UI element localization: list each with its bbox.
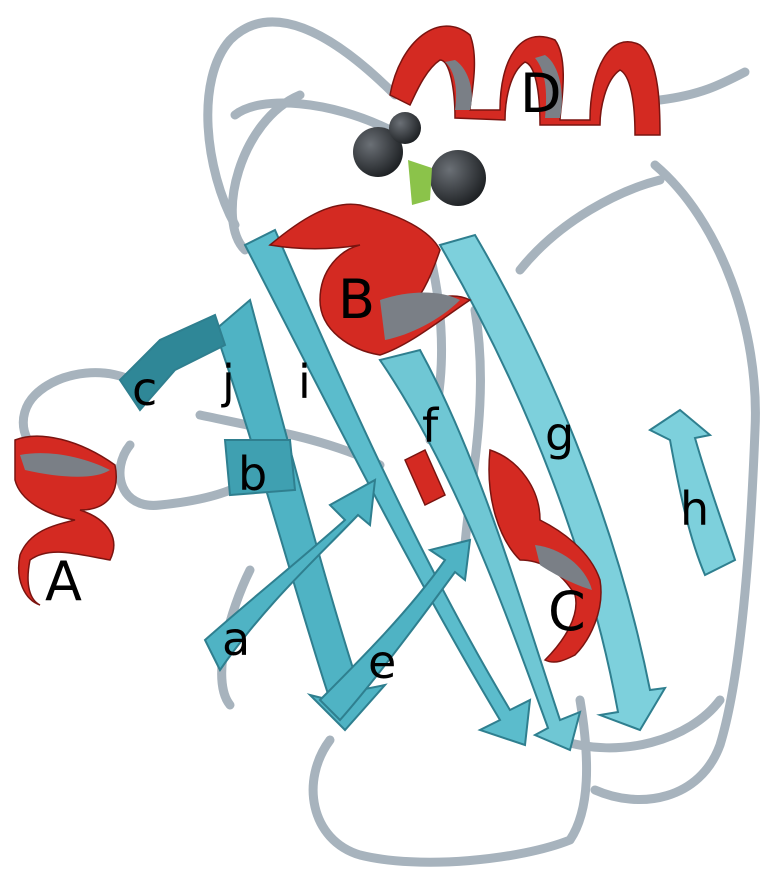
label-helix-b: B	[338, 268, 375, 331]
label-strand-b: b	[238, 447, 267, 501]
ligand-center	[408, 160, 432, 205]
structure-labels: A B C D a b c e f g h i j	[45, 62, 709, 689]
label-strand-h: h	[680, 482, 709, 536]
label-strand-e: e	[368, 635, 396, 689]
alpha-helices	[14, 25, 661, 663]
label-helix-c: C	[548, 580, 586, 643]
label-strand-j: j	[221, 355, 235, 409]
helix-small	[404, 448, 446, 507]
label-strand-c: c	[132, 362, 157, 416]
ligand	[353, 112, 486, 206]
ligand-sphere-top	[389, 112, 421, 144]
ligand-sphere-left	[353, 127, 403, 177]
label-helix-d: D	[520, 62, 562, 125]
label-helix-a: A	[45, 550, 82, 613]
label-strand-i: i	[298, 355, 311, 409]
label-strand-a: a	[222, 612, 250, 666]
ligand-sphere-right	[430, 150, 486, 206]
helix-a	[14, 435, 117, 606]
label-strand-g: g	[545, 407, 574, 461]
beta-strands	[118, 228, 737, 752]
label-strand-f: f	[422, 399, 440, 453]
